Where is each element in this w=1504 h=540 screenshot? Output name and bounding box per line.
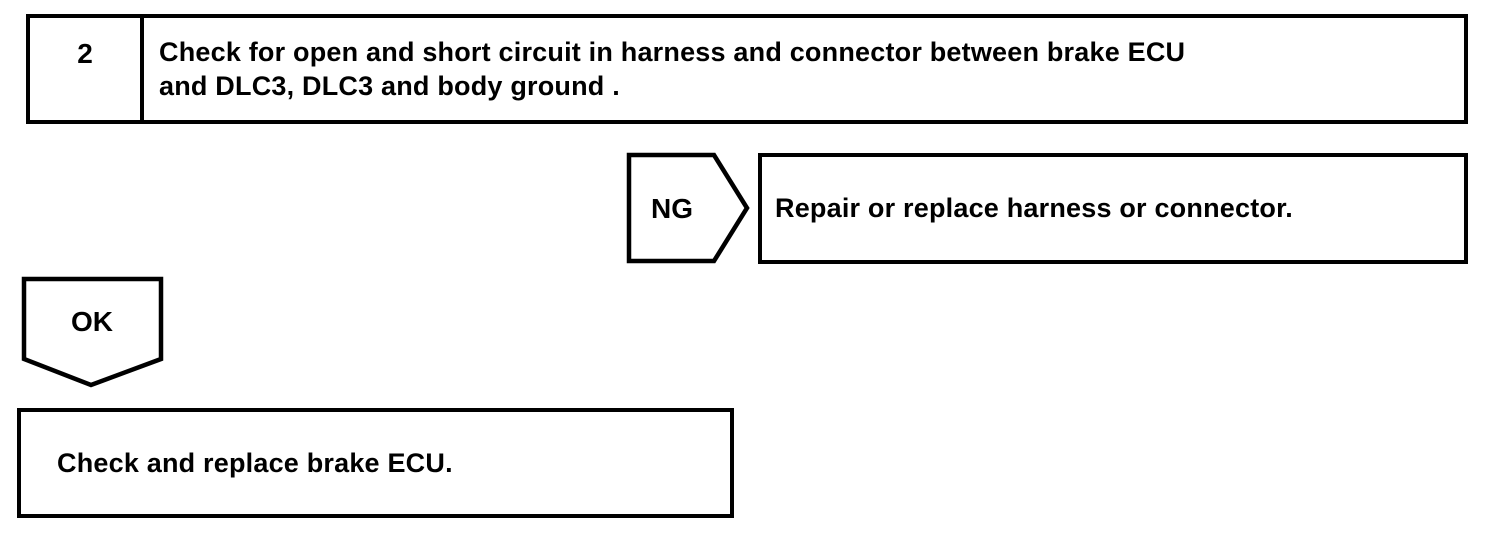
ng-arrow-shape	[626, 152, 750, 264]
ok-action-box: Check and replace brake ECU.	[17, 408, 734, 518]
ok-label: OK	[71, 306, 113, 337]
step-header-box: 2 Check for open and short circuit in ha…	[26, 14, 1468, 124]
ok-decision-arrow: OK	[21, 276, 164, 388]
ng-action-box: Repair or replace harness or connector.	[758, 153, 1468, 264]
ng-decision-arrow: NG	[626, 152, 750, 264]
step-instruction: Check for open and short circuit in harn…	[144, 18, 1464, 120]
ok-arrow-shape	[21, 276, 164, 388]
step-instruction-line1: Check for open and short circuit in harn…	[159, 37, 1186, 67]
step-instruction-line2: and DLC3, DLC3 and body ground .	[159, 71, 620, 101]
ng-action-text: Repair or replace harness or connector.	[775, 193, 1293, 223]
step-number: 2	[30, 18, 144, 120]
ok-action-text: Check and replace brake ECU.	[57, 447, 453, 478]
ng-label: NG	[651, 193, 693, 224]
